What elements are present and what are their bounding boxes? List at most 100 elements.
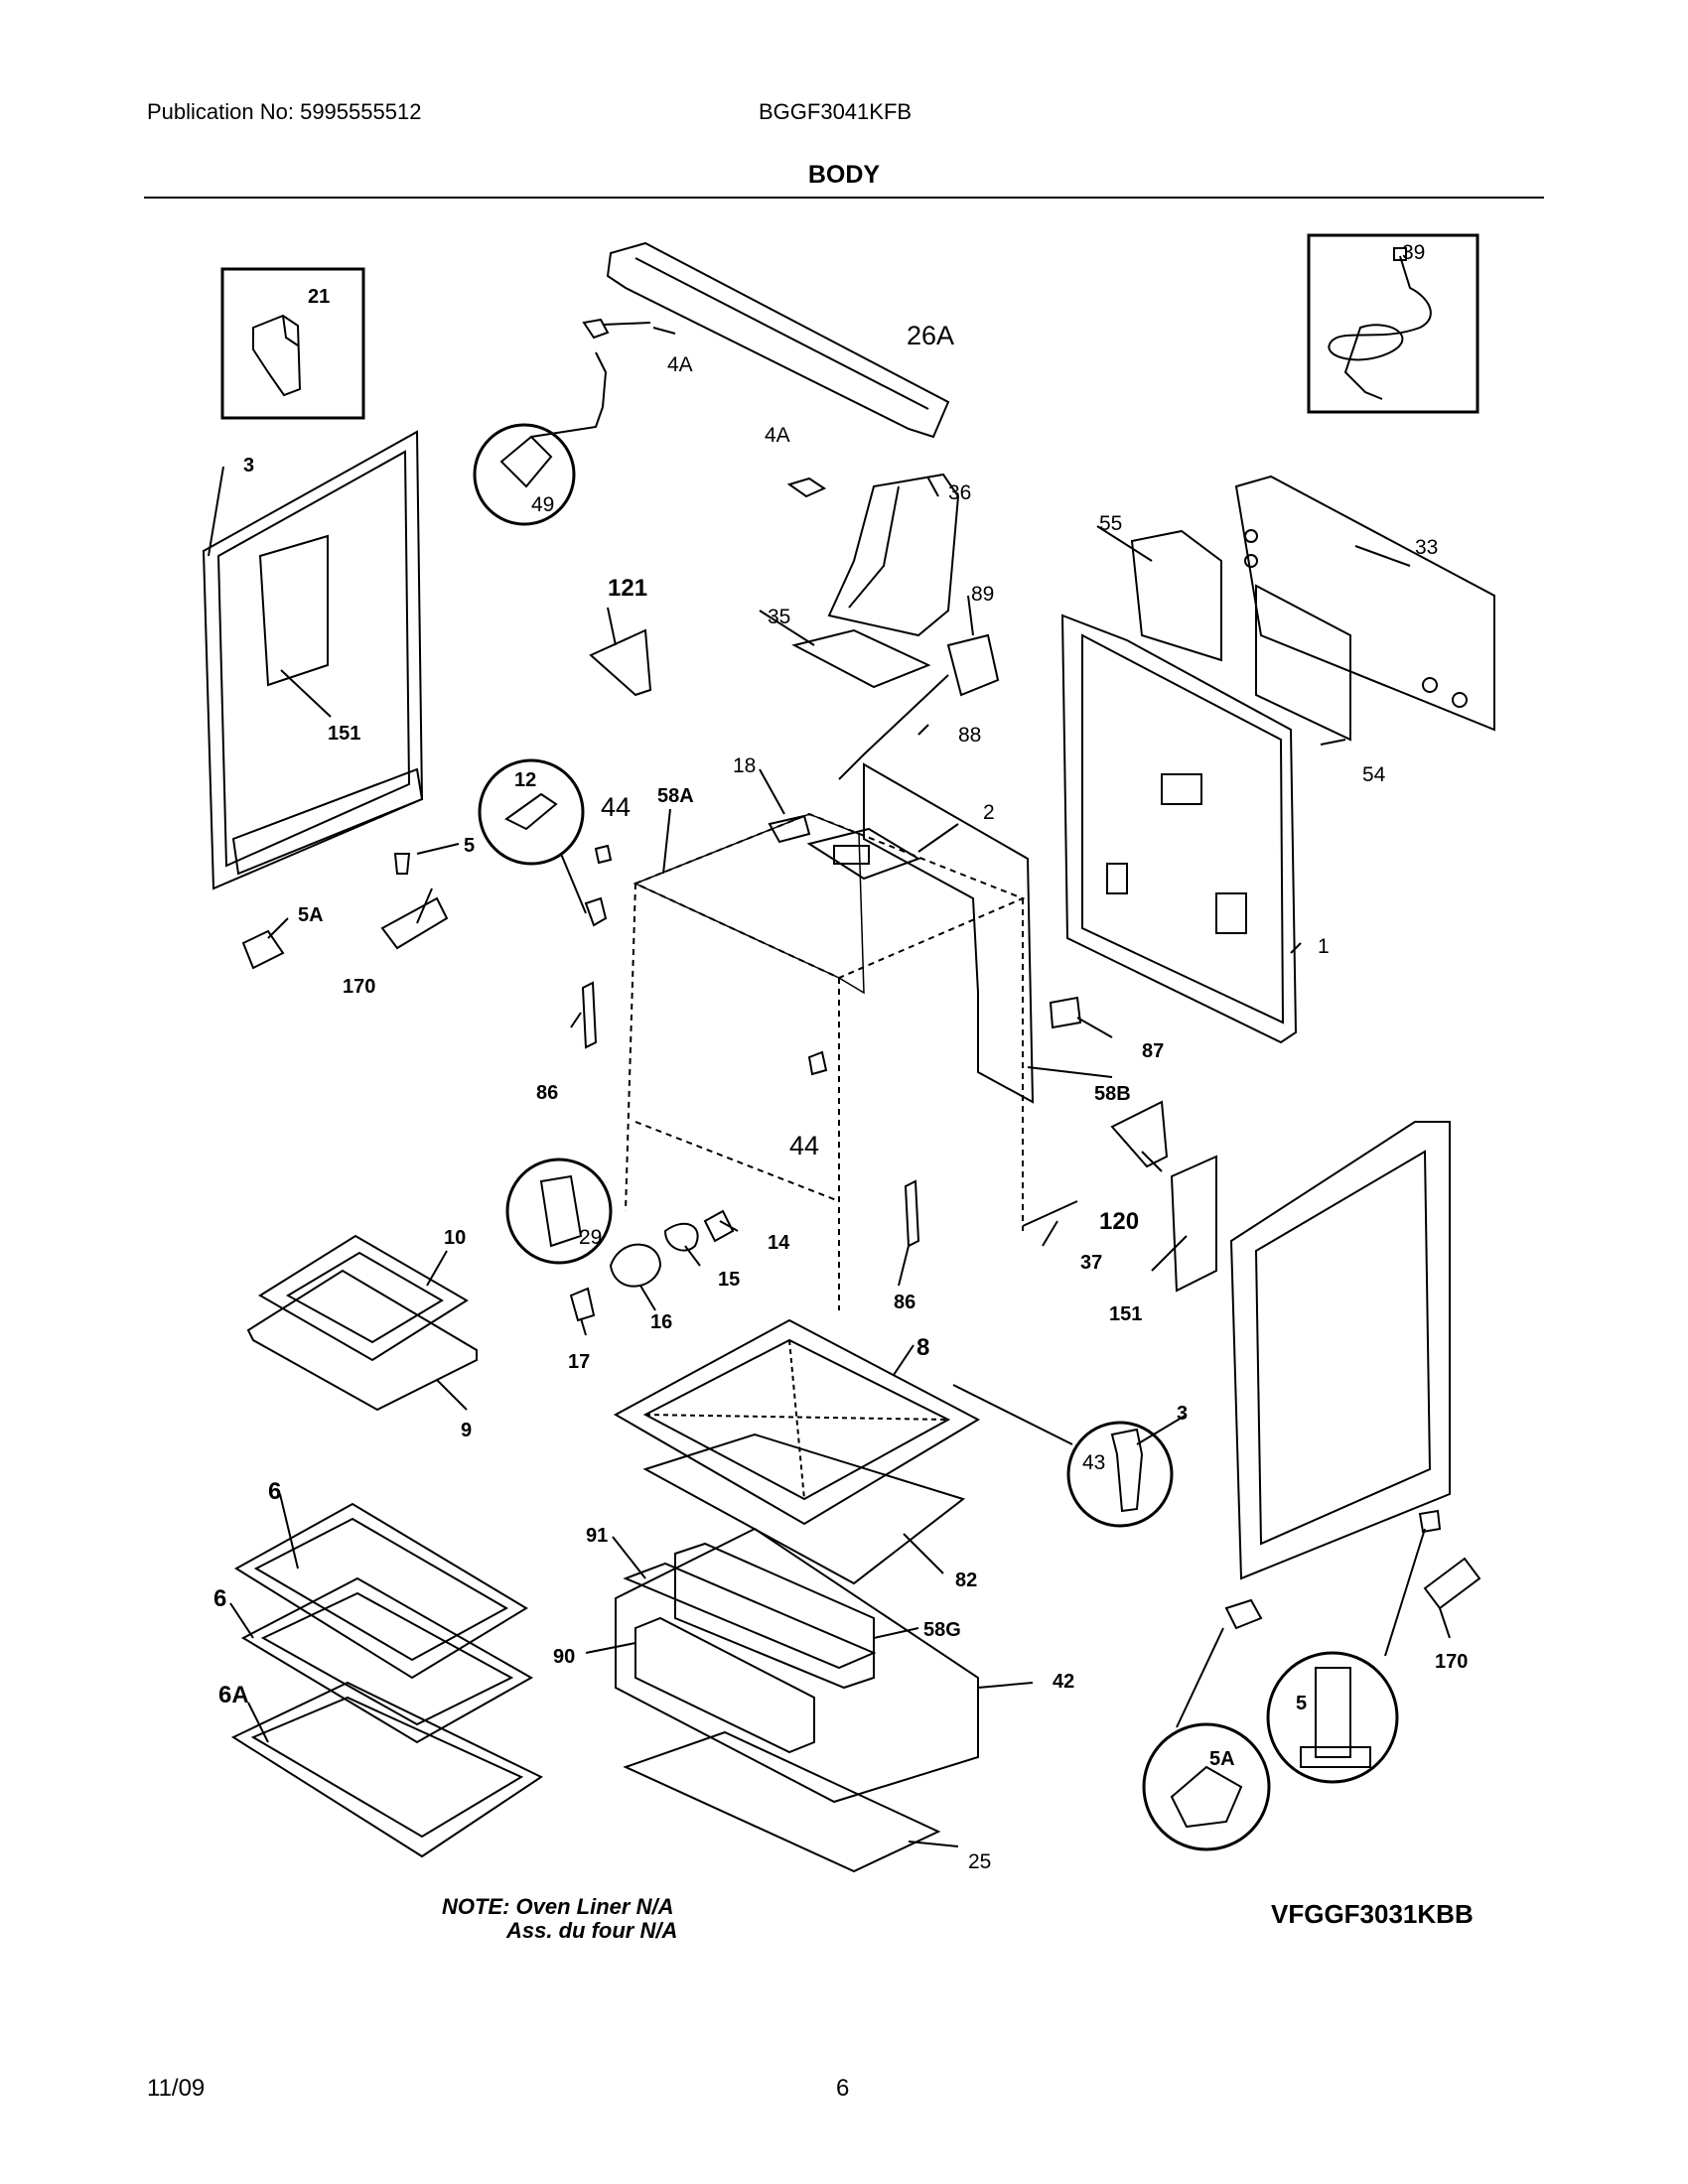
- label-8: 8: [916, 1334, 929, 1361]
- label-58A: 58A: [657, 785, 694, 807]
- insulation-58B: [863, 762, 1035, 1104]
- drawer-frame-42: [615, 1527, 979, 1804]
- label-58B: 58B: [1094, 1083, 1131, 1105]
- clip-17: [569, 1287, 596, 1322]
- label-29: 29: [579, 1226, 602, 1249]
- oven-bottom-8: [613, 1318, 981, 1526]
- label-3-left: 3: [243, 455, 254, 477]
- label-16: 16: [650, 1311, 672, 1333]
- footer-page: 6: [836, 2075, 850, 2102]
- label-4A-mid: 4A: [765, 424, 790, 447]
- rail-86-right: [904, 1179, 920, 1248]
- label-151-left: 151: [328, 723, 360, 745]
- label-5A-right: 5A: [1209, 1748, 1235, 1770]
- rail-86-left: [581, 981, 598, 1049]
- plate-54: [1255, 584, 1351, 742]
- callout-circle-12: [478, 758, 585, 866]
- callout-circle-29: [505, 1158, 613, 1265]
- callout-circle-5: [1266, 1651, 1399, 1784]
- label-87: 87: [1142, 1040, 1164, 1062]
- label-90: 90: [553, 1646, 575, 1668]
- label-15: 15: [718, 1269, 740, 1291]
- callout-circle-49: [473, 423, 576, 526]
- bottom-plate-25: [623, 1730, 941, 1873]
- publication-number: Publication No: 5995555512: [147, 99, 422, 124]
- label-17: 17: [568, 1351, 590, 1373]
- left-side-panel-3: [202, 430, 424, 890]
- label-58G: 58G: [923, 1619, 961, 1641]
- label-5-left: 5: [464, 835, 475, 857]
- insulation-36: [827, 473, 960, 637]
- label-39: 39: [1402, 241, 1425, 264]
- label-44-mid: 44: [789, 1131, 819, 1160]
- label-43: 43: [1082, 1451, 1105, 1474]
- label-151-right: 151: [1109, 1303, 1142, 1325]
- clip-18: [768, 814, 811, 844]
- oven-rack-6A: [230, 1681, 544, 1858]
- label-33: 33: [1415, 536, 1438, 559]
- heat-shield-82: [642, 1433, 966, 1585]
- power-cord-39: [1328, 255, 1432, 400]
- model-code: BGGF3041KFB: [759, 99, 913, 124]
- insulation-58A: [633, 813, 865, 995]
- label-5A-left: 5A: [298, 904, 324, 926]
- part-44-mid: [807, 1050, 828, 1076]
- label-1: 1: [1318, 935, 1330, 958]
- part-90: [634, 1616, 815, 1754]
- label-55: 55: [1099, 512, 1122, 535]
- label-9: 9: [461, 1420, 472, 1441]
- panel-55: [1130, 529, 1222, 662]
- label-170-left: 170: [343, 976, 375, 998]
- label-89: 89: [971, 583, 994, 606]
- label-170-right: 170: [1435, 1651, 1468, 1673]
- diagram-id: VFGGF3031KBB: [1271, 1899, 1474, 1929]
- hinge-170-right: [1423, 1557, 1481, 1610]
- label-54: 54: [1362, 763, 1386, 786]
- part-44-top: [594, 844, 613, 865]
- label-42: 42: [1053, 1671, 1074, 1693]
- footer-date: 11/09: [147, 2075, 206, 2102]
- label-44-top: 44: [601, 792, 631, 822]
- rod-37: [1022, 1200, 1078, 1227]
- label-82: 82: [955, 1570, 977, 1591]
- part-4A-mid: [786, 477, 827, 498]
- hinge-170-left: [380, 896, 449, 950]
- label-18: 18: [733, 754, 756, 777]
- label-14: 14: [768, 1232, 790, 1254]
- bracket-120: [1110, 1100, 1169, 1168]
- inset-box-39: [1307, 233, 1479, 414]
- bracket-89: [946, 633, 1000, 697]
- label-6A: 6A: [218, 1682, 249, 1708]
- label-37: 37: [1080, 1252, 1102, 1274]
- label-120: 120: [1099, 1208, 1139, 1235]
- back-panel-1: [1060, 614, 1298, 1044]
- label-2: 2: [983, 801, 995, 824]
- label-4A-top: 4A: [667, 353, 693, 376]
- oven-rack-6-top: [234, 1502, 528, 1680]
- label-36: 36: [948, 481, 971, 504]
- header-rule: [144, 197, 1544, 199]
- label-91: 91: [586, 1525, 608, 1547]
- broiler-grid-10: [258, 1234, 469, 1362]
- label-3-right: 3: [1177, 1403, 1188, 1425]
- label-49: 49: [531, 493, 554, 516]
- part-87: [1049, 996, 1082, 1029]
- screw-5-left: [393, 853, 411, 875]
- bulb-15: [663, 1222, 699, 1252]
- label-88: 88: [958, 724, 981, 747]
- label-12: 12: [514, 769, 536, 791]
- callout-circle-5A: [1142, 1722, 1271, 1851]
- callout-circle-43: [1066, 1421, 1174, 1528]
- label-5-right: 5: [1296, 1693, 1307, 1714]
- bracket-121: [589, 628, 652, 697]
- socket-14: [703, 1209, 735, 1243]
- note-line-2: Ass. du four N/A: [506, 1918, 678, 1943]
- clip-21-shape: [252, 314, 302, 397]
- label-6-mid: 6: [213, 1585, 226, 1612]
- label-6-top: 6: [268, 1478, 281, 1505]
- note-line-1: NOTE: Oven Liner N/A: [442, 1894, 674, 1919]
- bracket-151-right: [1170, 1155, 1217, 1293]
- label-35: 35: [768, 606, 790, 628]
- label-86-right: 86: [894, 1292, 915, 1313]
